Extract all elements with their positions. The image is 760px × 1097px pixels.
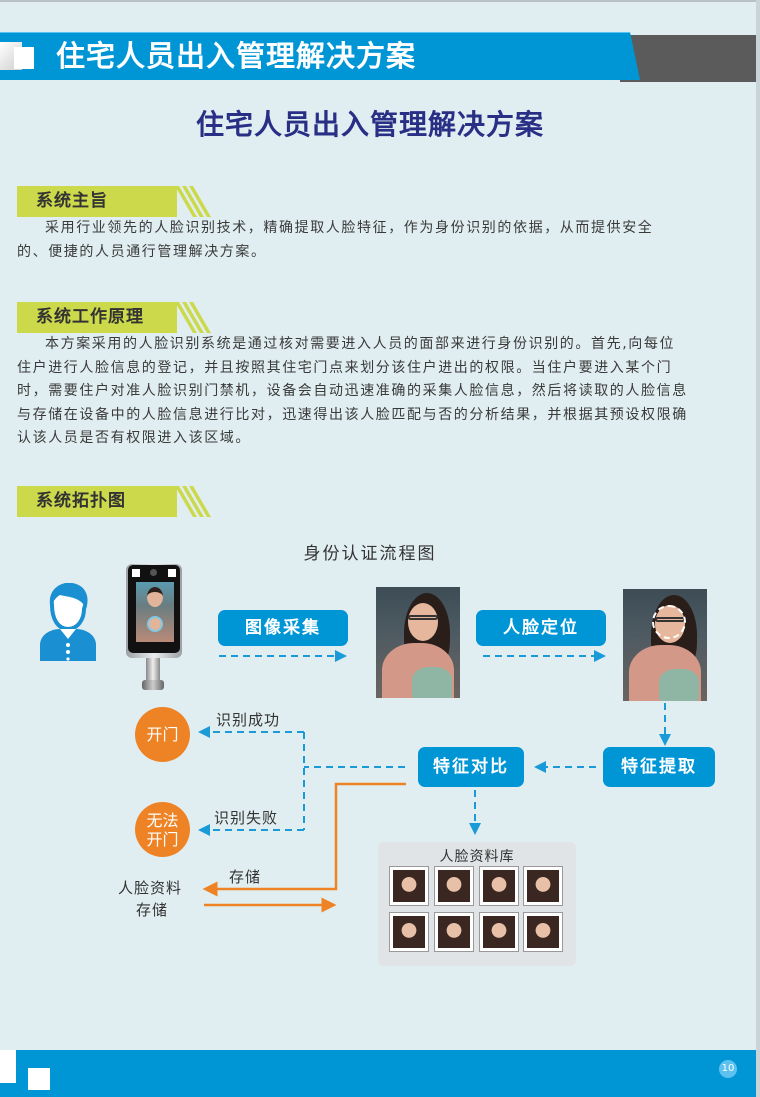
section-header-bar — [17, 186, 177, 217]
terminal-body — [128, 565, 180, 653]
terminal-sensor — [168, 569, 176, 577]
screen-face-inset — [147, 616, 163, 632]
footer-bar — [0, 1050, 760, 1097]
storage-label: 人脸资料 — [118, 879, 183, 897]
diagram-title: 身份认证流程图 — [303, 544, 437, 564]
outcome-label: 无法 — [146, 810, 179, 830]
face-database: 人脸资料库 — [378, 842, 576, 966]
section-title: 系统工作原理 — [36, 307, 144, 327]
section-title: 系统主旨 — [36, 191, 108, 211]
terminal-screen — [136, 582, 174, 642]
screen-face — [147, 587, 163, 607]
paragraph-line: 与存储在设备中的人脸信息进行比对，迅速得出该人脸匹配与否的分析结果，并根据其预设… — [17, 406, 688, 423]
step-feature-extract: 特征提取 — [603, 747, 715, 787]
edge-label-fail: 识别失败 — [214, 809, 279, 827]
step-face-locate: 人脸定位 — [476, 610, 606, 646]
database-title: 人脸资料库 — [439, 849, 515, 865]
banner-square-decoration — [14, 47, 34, 69]
face-thumbnail — [523, 866, 563, 906]
face-thumbnail — [434, 866, 474, 906]
edge-label-success: 识别成功 — [216, 711, 281, 729]
header-banner — [0, 32, 640, 80]
face-thumbnail — [389, 912, 429, 952]
terminal-sensor — [132, 569, 140, 577]
section-paragraph-purpose: 采用行业领先的人脸识别技术，精确提取人脸特征，作为身份识别的依据，从而提供安全 … — [17, 217, 717, 264]
paragraph-line: 采用行业领先的人脸识别技术，精确提取人脸特征，作为身份识别的依据，从而提供安全 — [45, 220, 654, 236]
terminal-base — [142, 680, 164, 690]
camera-icon — [150, 569, 157, 576]
photo-cup — [412, 667, 452, 698]
section-header-principle: 系统工作原理 — [17, 302, 211, 333]
paragraph-line: 的、便捷的人员通行管理解决方案。 — [17, 243, 267, 260]
photo-glasses — [408, 615, 438, 620]
outcome-open-door: 开门 — [135, 707, 190, 762]
located-face-photo — [623, 589, 707, 701]
top-border — [0, 0, 760, 2]
page-number: 10 — [719, 1060, 737, 1078]
outcome-cannot-open: 无法 开门 — [135, 802, 190, 857]
face-thumbnail — [523, 912, 563, 952]
face-thumbnail — [434, 912, 474, 952]
storage-label: 存储 — [136, 901, 169, 919]
section-paragraph-principle: 本方案采用的人脸识别系统是通过核对需要进入人员的面部来进行身份识别的。首先,向每… — [17, 333, 717, 451]
face-thumbnail — [479, 866, 519, 906]
section-title: 系统拓扑图 — [36, 491, 126, 511]
outcome-label: 开门 — [146, 829, 179, 849]
face-locate-circle-icon — [652, 605, 686, 639]
edge-label-store: 存储 — [229, 868, 262, 886]
paragraph-line: 认该人员是否有权限进入该区域。 — [17, 430, 251, 446]
section-header-topology: 系统拓扑图 — [17, 486, 211, 517]
header-banner-gray-tab — [620, 35, 760, 82]
section-header-purpose: 系统主旨 — [17, 186, 211, 217]
person-icon — [40, 583, 96, 661]
step-image-capture: 图像采集 — [218, 610, 348, 646]
page-title: 住宅人员出入管理解决方案 — [195, 108, 544, 141]
paragraph-line: 本方案采用的人脸识别系统是通过核对需要进入人员的面部来进行身份识别的。首先,向每… — [45, 336, 676, 352]
section-header-bar — [17, 486, 177, 517]
face-thumbnail — [389, 866, 429, 906]
page-edge — [756, 0, 760, 1097]
face-recognition-terminal — [126, 564, 182, 690]
footer-square-decoration — [28, 1068, 50, 1090]
paragraph-line: 时，需要住户对准人脸识别门禁机，设备会自动迅速准确的采集人脸信息，然后将读取的人… — [17, 383, 688, 399]
photo-face — [408, 603, 438, 641]
captured-face-photo — [376, 587, 460, 698]
paragraph-line: 住户进行人脸信息的登记，并且按照其住宅门点来划分该住户进出的权限。当住户要进入某… — [17, 359, 673, 376]
section-header-bar — [17, 302, 177, 333]
outcome-label: 开门 — [146, 725, 179, 744]
photo-cup — [659, 669, 699, 701]
face-thumbnail — [479, 912, 519, 952]
step-feature-compare: 特征对比 — [418, 747, 524, 787]
footer-square-decoration — [0, 1050, 16, 1083]
terminal-pole — [146, 658, 160, 682]
banner-title: 住宅人员出入管理解决方案 — [56, 39, 417, 73]
